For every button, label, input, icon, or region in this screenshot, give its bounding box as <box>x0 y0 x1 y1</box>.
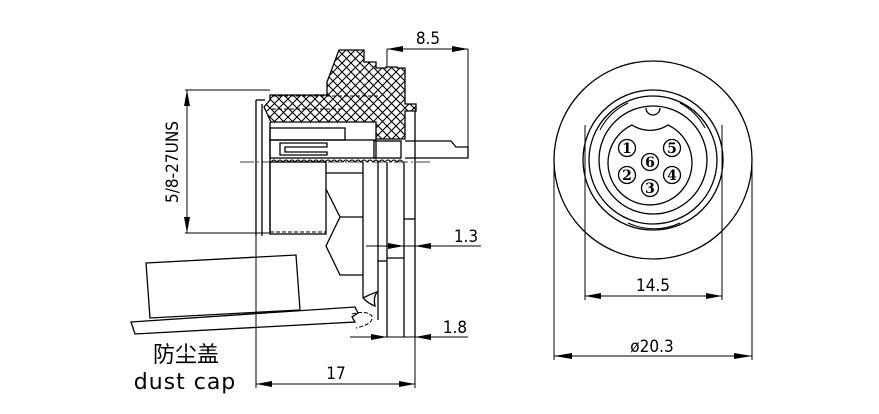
dim-1-3: 1.3 <box>454 227 478 247</box>
arrow-head <box>734 353 752 359</box>
arrow-head <box>554 353 572 359</box>
pin-3: 3 <box>640 178 660 198</box>
pin-number: 3 <box>645 181 655 197</box>
arrow-head <box>256 381 272 387</box>
seal-line <box>270 159 404 163</box>
arrow-head <box>415 243 431 249</box>
pin-circle <box>640 178 660 198</box>
hex-edge <box>325 188 363 218</box>
pin-circle <box>640 152 660 172</box>
dim-8-5: 8.5 <box>416 29 440 49</box>
lower-body <box>269 161 327 235</box>
arrow-head <box>452 46 468 52</box>
arrow-head <box>371 334 387 340</box>
thread-label: 5/8-27UNS <box>163 121 183 203</box>
arrow-head <box>415 334 431 340</box>
dim-17: 17 <box>326 364 345 384</box>
pin-5: 5 <box>662 138 682 158</box>
arrow-head <box>184 217 190 233</box>
arrow-head <box>706 293 722 299</box>
insert-slot <box>269 127 346 141</box>
flange-circle <box>582 89 724 231</box>
pin-number: 6 <box>645 155 655 171</box>
front-view: 1 2 3 4 5 6 14.5 <box>553 60 753 360</box>
dim-1-8: 1.8 <box>443 318 467 338</box>
dust-cap-label-cn: 防尘盖 <box>153 343 219 368</box>
pin-number: 5 <box>667 141 677 157</box>
arrow-head <box>399 381 415 387</box>
thread-circle <box>588 95 718 225</box>
pin-circle <box>617 138 637 158</box>
thread-arc <box>679 102 706 129</box>
dust-cap-hinge <box>351 311 373 329</box>
lock-nut-section <box>263 49 417 140</box>
side-view: 5/8-27UNS 8.5 1.3 1.8 17 防尘盖 dust cap <box>130 29 481 395</box>
insert-face <box>607 124 693 206</box>
dust-cap-body <box>145 254 301 319</box>
thread-arc <box>599 102 629 131</box>
contact-row <box>269 139 377 159</box>
dim-14-5: 14.5 <box>636 276 670 296</box>
pin-circle <box>662 165 682 185</box>
pin-circle <box>617 165 637 185</box>
thread-arc <box>627 222 681 230</box>
dim-20-3: ø20.3 <box>630 337 673 357</box>
arrow-head <box>387 46 403 52</box>
pin-1: 1 <box>617 138 637 158</box>
insert-ring <box>598 105 708 215</box>
arrow-head <box>585 293 601 299</box>
key-notch <box>645 107 661 116</box>
arrow-head <box>184 90 190 106</box>
hex-edge <box>325 216 363 276</box>
pin-number: 4 <box>667 168 677 184</box>
pin-6: 6 <box>640 152 660 172</box>
pin-2: 2 <box>617 165 637 185</box>
dust-cap-strap <box>130 306 359 335</box>
contact-pin <box>279 142 328 156</box>
pin-number: 2 <box>622 168 632 184</box>
solder-tail <box>405 140 469 159</box>
pin-4: 4 <box>662 165 682 185</box>
arrow-head <box>388 243 404 249</box>
pin-circle <box>662 138 682 158</box>
contact-block <box>373 140 402 159</box>
dust-cap-clip <box>362 290 379 307</box>
dust-cap-label-en: dust cap <box>134 370 237 395</box>
pin-number: 1 <box>622 141 632 157</box>
